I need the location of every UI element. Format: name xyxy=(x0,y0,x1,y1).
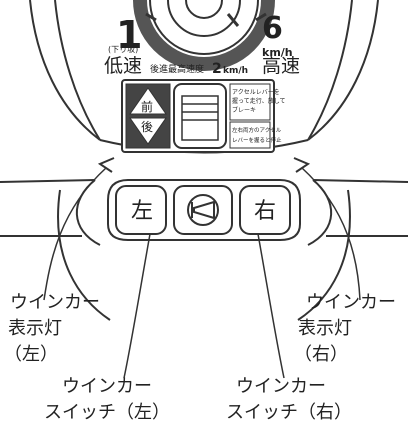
left-indicator-line2: 表示灯 xyxy=(8,318,62,339)
right-switch-line2: スイッチ（右） xyxy=(226,402,352,423)
left-switch-line2: スイッチ（左） xyxy=(44,402,170,423)
high-speed-number: 6 xyxy=(262,11,283,46)
reverse-speed-note: 後進最高速度 2 km/h xyxy=(150,61,248,77)
indicator-left-icon xyxy=(97,157,115,173)
horn-button[interactable] xyxy=(173,185,233,235)
reverse-arrow-icon xyxy=(129,117,167,145)
callout-lines xyxy=(43,167,361,379)
instruction-labels: アクセルレバーを 握って走行、放して ブレーキ 左右両方のアクセル レバーを握る… xyxy=(229,83,286,149)
left-turn-label: 左 xyxy=(131,199,153,224)
left-indicator-line1: ウインカー xyxy=(10,292,100,313)
speed-dial[interactable] xyxy=(133,0,275,71)
right-indicator-line3: （右） xyxy=(294,344,348,365)
right-turn-button[interactable]: 右 xyxy=(239,185,291,235)
reverse-speed-prefix: 後進最高速度 xyxy=(150,63,204,75)
low-speed-sub: (下り坂) xyxy=(108,44,138,54)
right-switch-line1: ウインカー xyxy=(236,376,326,397)
dial-tick-marks xyxy=(145,12,267,22)
right-turn-label: 右 xyxy=(254,199,276,224)
reverse-label: 後 xyxy=(141,120,153,134)
left-switch-line1: ウインカー xyxy=(62,376,152,397)
forward-reverse-indicator: 前 後 xyxy=(125,83,171,149)
instruction-line4: 左右両方のアクセル xyxy=(232,126,282,134)
forward-label: 前 xyxy=(141,99,153,114)
left-indicator-callout: ウインカー 表示灯 （左） xyxy=(4,292,100,365)
indicator-right-icon xyxy=(293,157,311,173)
right-switch-callout: ウインカー スイッチ（右） xyxy=(226,376,352,423)
reverse-speed-value: 2 xyxy=(212,61,222,77)
reverse-speed-unit: km/h xyxy=(223,66,248,76)
forward-arrow-icon xyxy=(129,87,167,115)
horn-icon xyxy=(187,194,219,226)
direction-lever[interactable] xyxy=(173,83,227,149)
instruction-line1: アクセルレバーを xyxy=(232,89,280,96)
high-speed-label: 高速 xyxy=(262,55,300,77)
low-speed-number: 1 xyxy=(116,13,142,57)
instruction-line5: レバーを握ると停止 xyxy=(232,136,282,144)
right-indicator-line2: 表示灯 xyxy=(298,318,352,339)
instruction-line2: 握って走行、放して xyxy=(232,97,286,105)
right-indicator-line1: ウインカー xyxy=(306,292,396,313)
left-turn-button[interactable]: 左 xyxy=(115,185,167,235)
low-speed-label: 低速 xyxy=(104,55,142,77)
left-switch-callout: ウインカー スイッチ（左） xyxy=(44,376,170,423)
high-speed-unit: km/h xyxy=(262,46,293,59)
left-indicator-line3: （左） xyxy=(4,344,58,365)
instruction-line3: ブレーキ xyxy=(232,106,256,114)
right-indicator-callout: ウインカー 表示灯 （右） xyxy=(294,292,396,365)
